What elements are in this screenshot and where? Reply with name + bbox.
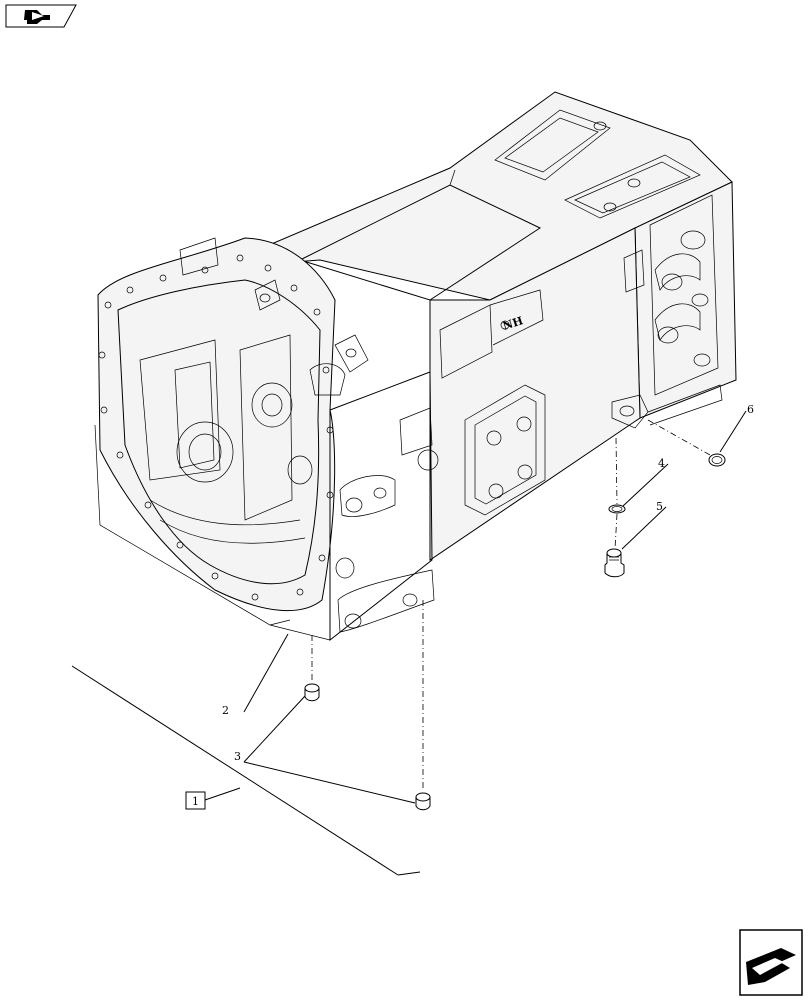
part-sealing-ring	[608, 504, 626, 514]
boxed-callout-1: 1	[185, 791, 206, 810]
callout-3: 3	[234, 750, 241, 763]
svg-text:1: 1	[192, 795, 199, 808]
callout-4: 4	[658, 457, 665, 470]
part-drain-plug	[604, 548, 625, 578]
back-page-icon	[24, 10, 50, 24]
transmission-housing: NH	[94, 91, 737, 642]
back-page-button[interactable]	[5, 4, 77, 28]
next-page-button[interactable]	[739, 929, 803, 996]
part-plug-lower	[415, 792, 431, 811]
part-plug-upper	[304, 683, 320, 702]
callout-6: 6	[747, 403, 754, 416]
callout-5: 5	[656, 500, 663, 513]
flange-bolt-holes	[98, 254, 334, 601]
part-seal-ring-right	[708, 453, 726, 467]
brand-logo-text: NH	[501, 314, 524, 333]
callout-2: 2	[222, 704, 229, 717]
next-page-icon	[746, 948, 796, 985]
